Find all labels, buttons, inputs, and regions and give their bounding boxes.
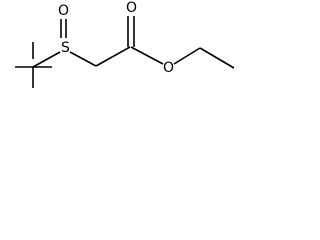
bond-sulfur-methylene — [69, 51, 97, 67]
atom-sulfinyl-oxygen: O — [58, 3, 69, 19]
molecule-diagram: O S O O — [15, 0, 235, 88]
structure-canvas: O S O O — [0, 0, 250, 112]
atom-ester-oxygen: O — [163, 60, 174, 76]
bond-ester-oxygen-ethyl — [173, 47, 201, 65]
bond-tbu-sulfur — [32, 51, 61, 68]
atom-sulfur: S — [61, 40, 70, 56]
bond-carbonyl-ester-oxygen — [130, 46, 164, 65]
bond-ethyl-methyl — [199, 47, 235, 69]
bond-methylene-carbonyl — [95, 46, 131, 67]
atom-carbonyl-oxygen: O — [126, 0, 137, 16]
